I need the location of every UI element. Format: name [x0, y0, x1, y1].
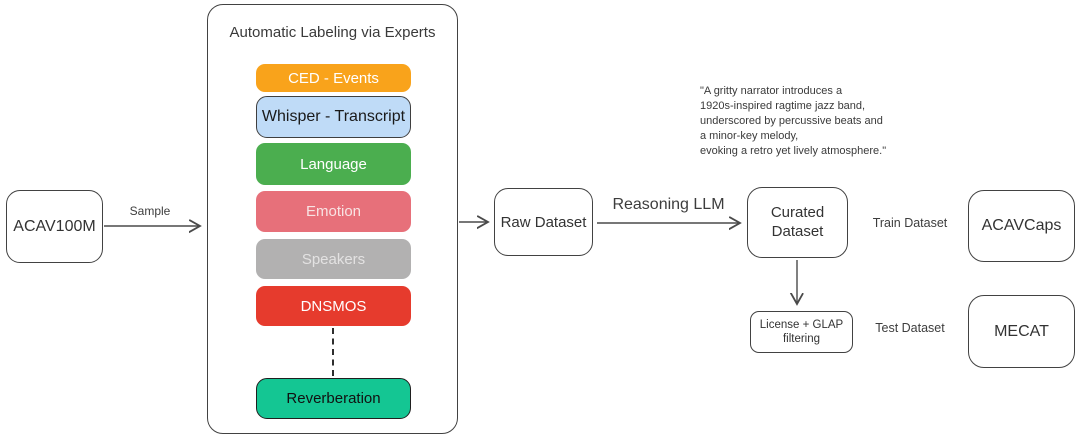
expert-box-language: Language: [256, 143, 411, 185]
experts-panel: Automatic Labeling via Experts CED - Eve…: [207, 4, 458, 434]
node-raw-dataset: Raw Dataset: [494, 188, 593, 256]
node-mecat-label: MECAT: [994, 322, 1049, 340]
expert-box-emotion: Emotion: [256, 191, 411, 232]
node-license-glap-filtering: License + GLAP filtering: [750, 311, 853, 353]
quote-line: evoking a retro yet lively atmosphere.": [700, 145, 887, 157]
node-acavcaps: ACAVCaps: [968, 190, 1075, 262]
expert-box-dnsmos: DNSMOS: [256, 286, 411, 326]
node-license-glap-filtering-label: License + GLAP filtering: [759, 318, 844, 345]
expert-box-speakers: Speakers: [256, 239, 411, 279]
example-caption-quote: "A gritty narrator introduces a 1920s-in…: [700, 84, 970, 159]
expert-box-reverberation: Reverberation: [256, 378, 411, 419]
node-acav100m-label: ACAV100M: [13, 217, 96, 235]
test-dataset-label: Test Dataset: [875, 321, 945, 335]
dashed-connector: [332, 328, 334, 376]
quote-line: 1920s-inspired ragtime jazz band,: [700, 100, 866, 112]
node-mecat: MECAT: [968, 295, 1075, 368]
quote-line: "A gritty narrator introduces a: [700, 85, 843, 97]
quote-line: a minor-key melody,: [700, 130, 799, 142]
train-dataset-label: Train Dataset: [872, 216, 948, 230]
expert-box-ced-events: CED - Events: [256, 64, 411, 92]
node-curated-dataset-label: Curated Dataset: [770, 203, 825, 240]
expert-box-whisper-transcript: Whisper - Transcript: [256, 96, 411, 138]
reasoning-llm-arrow-label: Reasoning LLM: [612, 196, 725, 213]
node-acavcaps-label: ACAVCaps: [981, 217, 1062, 234]
experts-panel-title: Automatic Labeling via Experts: [229, 24, 436, 41]
sample-arrow-label: Sample: [129, 204, 171, 218]
quote-line: underscored by percussive beats and: [700, 115, 883, 127]
node-acav100m: ACAV100M: [6, 190, 103, 263]
node-curated-dataset: Curated Dataset: [747, 187, 848, 258]
node-raw-dataset-label: Raw Dataset: [500, 213, 587, 231]
